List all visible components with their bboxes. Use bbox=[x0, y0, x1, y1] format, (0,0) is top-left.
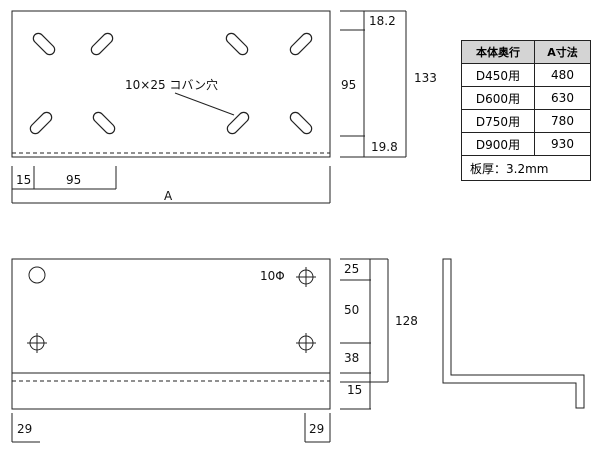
top-bottom-dimensions bbox=[11, 166, 331, 204]
row-model: D900用 bbox=[461, 132, 535, 156]
row-a-value: 630 bbox=[534, 86, 591, 110]
dim-front-hole-pitch: 50 bbox=[344, 303, 359, 317]
plate-thickness-note: 板厚：3.2mm bbox=[461, 155, 591, 181]
dim-front-total-height: 128 bbox=[395, 314, 418, 328]
dim-front-lower: 38 bbox=[344, 351, 359, 365]
dim-front-flange: 15 bbox=[347, 383, 362, 397]
slot-hole bbox=[226, 111, 250, 135]
mounting-hole bbox=[296, 267, 316, 287]
row-model: D750用 bbox=[461, 109, 535, 133]
dim-left-hole-offset: 29 bbox=[17, 422, 32, 436]
slot-hole bbox=[289, 32, 313, 56]
dim-bottom-offset: 19.8 bbox=[371, 140, 398, 154]
slot-leader-line bbox=[174, 92, 235, 116]
dim-slot-pitch-horizontal: 95 bbox=[66, 173, 81, 187]
dim-front-top: 25 bbox=[344, 262, 359, 276]
table-row: D900用 930 bbox=[461, 132, 591, 156]
dim-total-depth: 133 bbox=[414, 71, 437, 85]
row-model: D600用 bbox=[461, 86, 535, 110]
side-profile bbox=[442, 258, 585, 409]
mounting-hole bbox=[27, 333, 47, 353]
mounting-hole bbox=[296, 333, 316, 353]
header-a-dimension: A寸法 bbox=[534, 40, 591, 64]
top-plate-outline bbox=[11, 10, 331, 158]
slot-hole bbox=[225, 32, 249, 56]
header-body-depth: 本体奥行 bbox=[461, 40, 535, 64]
slot-hole bbox=[90, 32, 114, 56]
dim-right-hole-offset: 29 bbox=[309, 422, 324, 436]
slot-label: 10×25 コバン穴 bbox=[125, 77, 218, 92]
table-note-row: 板厚：3.2mm bbox=[461, 155, 591, 181]
hole-diameter-label: 10Φ bbox=[260, 269, 285, 283]
slot-hole bbox=[289, 111, 313, 135]
row-a-value: 780 bbox=[534, 109, 591, 133]
table-header-row: 本体奥行 A寸法 bbox=[461, 40, 591, 64]
dim-top-offset: 18.2 bbox=[369, 14, 396, 28]
front-right-dimensions bbox=[340, 258, 389, 410]
slot-holes bbox=[29, 32, 313, 135]
dim-edge-offset: 15 bbox=[16, 173, 31, 187]
table-row: D750用 780 bbox=[461, 109, 591, 133]
slot-hole bbox=[29, 111, 53, 135]
dim-width-a: A bbox=[164, 189, 173, 203]
row-model: D450用 bbox=[461, 63, 535, 87]
row-a-value: 930 bbox=[534, 132, 591, 156]
table-row: D600用 630 bbox=[461, 86, 591, 110]
row-a-value: 480 bbox=[534, 63, 591, 87]
top-right-dimensions bbox=[340, 10, 407, 158]
slot-hole bbox=[92, 111, 116, 135]
spec-table: 本体奥行 A寸法 D450用 480 D600用 630 D750用 780 D… bbox=[461, 40, 591, 181]
front-plate-outline bbox=[11, 258, 331, 410]
front-bottom-dimensions bbox=[11, 413, 331, 443]
dim-slot-pitch-vertical: 95 bbox=[341, 78, 356, 92]
slot-hole bbox=[32, 32, 56, 56]
table-row: D450用 480 bbox=[461, 63, 591, 87]
round-hole bbox=[28, 266, 46, 284]
